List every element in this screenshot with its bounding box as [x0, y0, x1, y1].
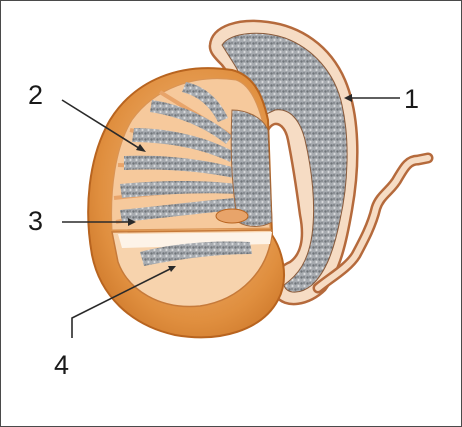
mediastinum-node	[216, 209, 248, 223]
label-3: 3	[28, 208, 43, 235]
label-1: 1	[404, 86, 419, 113]
label-4: 4	[54, 352, 69, 379]
label-2: 2	[28, 82, 43, 109]
